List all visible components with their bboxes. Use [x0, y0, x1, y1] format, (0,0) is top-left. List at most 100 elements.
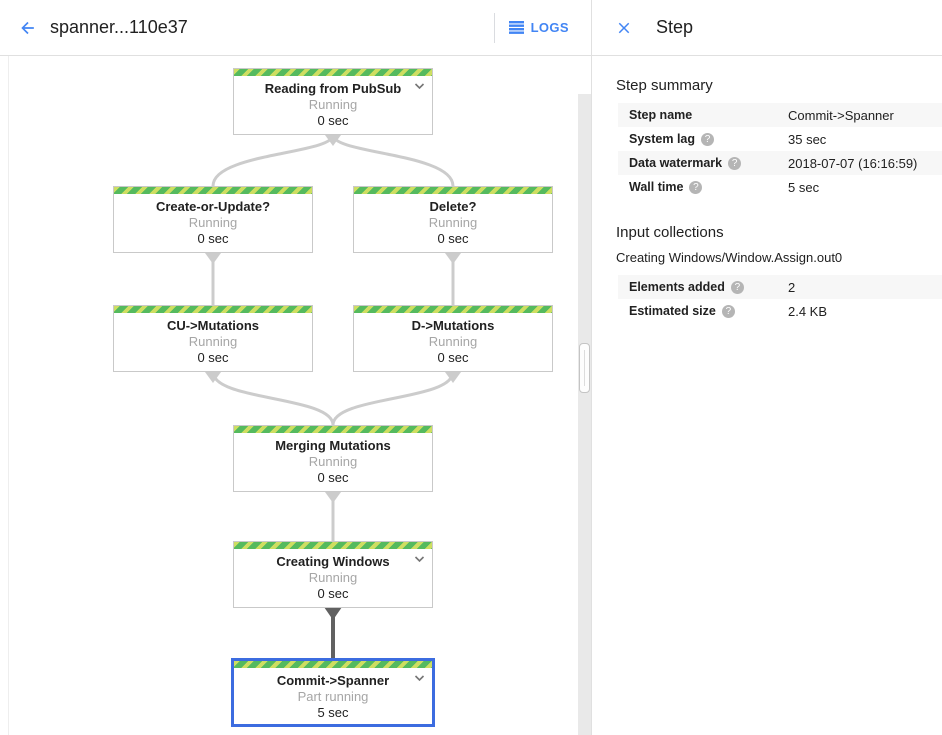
edge: [211, 371, 335, 426]
logs-list-icon: [508, 21, 524, 34]
node-title: Delete?: [429, 199, 477, 214]
node-title: Commit->Spanner: [276, 673, 390, 688]
arrow-back-icon: [21, 21, 34, 34]
row-label: Estimated size?: [629, 304, 788, 318]
node-time: 0 sec: [197, 350, 229, 365]
node-time: 0 sec: [317, 470, 349, 485]
top-bar: spanner...110e37 LOGS: [0, 0, 591, 56]
edge-arrow: [445, 253, 461, 264]
row-value: 5 sec: [788, 179, 820, 195]
close-icon: [618, 22, 630, 33]
panel-splitter-track: [578, 94, 591, 735]
step-summary-table: Step name Commit->Spanner System lag? 35…: [618, 103, 942, 199]
node-status-stripe: [354, 187, 552, 194]
table-row: Step name Commit->Spanner: [618, 103, 942, 127]
node-status-stripe: [234, 542, 432, 549]
edge: [331, 371, 455, 426]
node-status: Running: [308, 454, 358, 469]
row-label: Step name: [629, 108, 693, 122]
table-row: System lag? 35 sec: [618, 127, 942, 151]
node-status: Running: [428, 334, 478, 349]
node-status: Running: [188, 334, 238, 349]
graph-node-reading-from-pubsub[interactable]: Reading from PubSub Running 0 sec: [233, 68, 433, 135]
row-value: Commit->Spanner: [788, 107, 894, 123]
row-label: Wall time?: [629, 180, 788, 194]
node-status-stripe: [234, 661, 432, 668]
graph-node-creating-windows[interactable]: Creating Windows Running 0 sec: [233, 541, 433, 608]
graph-edges: [205, 134, 461, 658]
logs-button-label: LOGS: [530, 20, 569, 35]
row-label: Data watermark?: [629, 156, 788, 170]
job-title: spanner...110e37: [50, 17, 188, 37]
back-button[interactable]: [12, 12, 44, 44]
edge: [331, 134, 455, 187]
node-status: Part running: [297, 689, 369, 704]
node-status-stripe: [114, 306, 312, 313]
edge-arrow: [205, 253, 221, 264]
canvas-edge-line: [8, 56, 9, 735]
input-collections-heading: Input collections: [616, 224, 724, 241]
edge-arrow: [205, 372, 221, 383]
table-row: Estimated size? 2.4 KB: [618, 299, 942, 323]
node-time: 0 sec: [317, 586, 349, 601]
graph-node-d-mutations[interactable]: D->Mutations Running 0 sec: [353, 305, 553, 372]
help-icon[interactable]: ?: [728, 156, 742, 170]
node-title: Creating Windows: [276, 554, 390, 569]
node-status-stripe: [354, 306, 552, 313]
help-icon[interactable]: ?: [730, 280, 744, 294]
node-time: 5 sec: [317, 705, 349, 720]
step-panel-header: Step: [592, 0, 942, 56]
node-status: Running: [308, 570, 358, 585]
graph-node-commit-spanner[interactable]: Commit->Spanner Part running 5 sec: [231, 658, 435, 727]
close-panel-button[interactable]: [610, 14, 638, 42]
panel-splitter-handle[interactable]: [579, 343, 590, 393]
help-icon[interactable]: ?: [721, 304, 735, 318]
node-status: Running: [308, 97, 358, 112]
chevron-down-icon[interactable]: [414, 83, 425, 90]
edge-arrow: [445, 372, 461, 383]
node-title: D->Mutations: [411, 318, 495, 333]
row-label: Elements added?: [629, 280, 788, 294]
node-title: CU->Mutations: [166, 318, 260, 333]
node-title: Merging Mutations: [275, 438, 391, 453]
help-icon[interactable]: ?: [689, 180, 703, 194]
node-status-stripe: [114, 187, 312, 194]
graph-node-merging-mutations[interactable]: Merging Mutations Running 0 sec: [233, 425, 433, 492]
edge-arrow: [325, 492, 341, 503]
graph-node-delete[interactable]: Delete? Running 0 sec: [353, 186, 553, 253]
row-value: 2: [788, 279, 796, 295]
edge-arrow-active: [324, 607, 342, 620]
table-row: Wall time? 5 sec: [618, 175, 942, 199]
edge: [211, 134, 335, 187]
row-value: 35 sec: [788, 131, 827, 147]
step-summary-heading: Step summary: [616, 77, 713, 94]
row-value: 2018-07-07 (16:16:59): [788, 155, 918, 171]
table-row: Elements added? 2: [618, 275, 942, 299]
node-status: Running: [428, 215, 478, 230]
input-collection-name[interactable]: Creating Windows/Window.Assign.out0: [616, 250, 843, 265]
graph-node-cu-mutations[interactable]: CU->Mutations Running 0 sec: [113, 305, 313, 372]
row-label: System lag?: [629, 132, 788, 146]
chevron-down-icon[interactable]: [414, 556, 425, 563]
input-collection-table: Elements added? 2 Estimated size? 2.4 KB: [618, 275, 942, 323]
node-time: 0 sec: [197, 231, 229, 246]
graph-node-create-or-update[interactable]: Create-or-Update? Running 0 sec: [113, 186, 313, 253]
node-status-stripe: [234, 426, 432, 433]
row-value: 2.4 KB: [788, 303, 828, 319]
node-title: Reading from PubSub: [264, 81, 402, 96]
job-graph-canvas[interactable]: Reading from PubSub Running 0 sec Create…: [0, 56, 578, 735]
help-icon[interactable]: ?: [701, 132, 715, 146]
node-title: Create-or-Update?: [155, 199, 271, 214]
node-time: 0 sec: [437, 350, 469, 365]
chevron-down-icon[interactable]: [414, 675, 425, 682]
node-status-stripe: [234, 69, 432, 76]
node-status: Running: [188, 215, 238, 230]
step-panel-body: Step summary Step name Commit->Spanner S…: [592, 56, 942, 323]
logs-button[interactable]: LOGS: [508, 20, 569, 35]
edge-arrow: [325, 135, 341, 146]
node-time: 0 sec: [437, 231, 469, 246]
table-row: Data watermark? 2018-07-07 (16:16:59): [618, 151, 942, 175]
node-time: 0 sec: [317, 113, 349, 128]
step-details-panel: Step Step summary Step name Commit->Span…: [591, 0, 942, 735]
